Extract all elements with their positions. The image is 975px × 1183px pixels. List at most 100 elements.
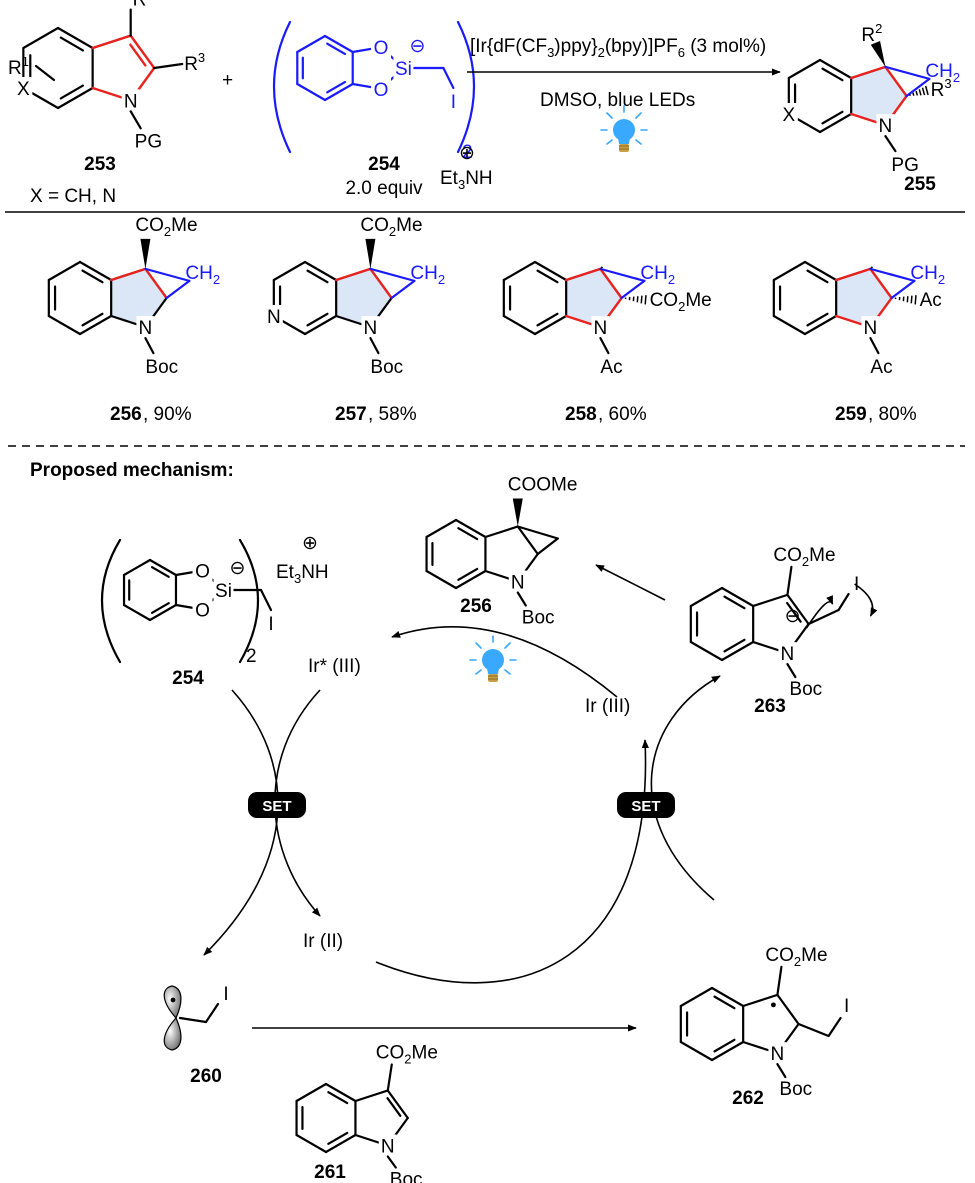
svg-text:SET: SET bbox=[262, 798, 291, 815]
bond bbox=[484, 525, 519, 539]
label-mask bbox=[393, 57, 414, 79]
compound-number: 261 bbox=[314, 1162, 346, 1183]
right-parenthesis bbox=[456, 20, 476, 154]
left-parenthesis bbox=[272, 20, 292, 154]
bond bbox=[153, 62, 184, 70]
compound-number: 260 bbox=[190, 1066, 222, 1087]
double-bond bbox=[386, 1097, 402, 1117]
iodine-label: I bbox=[223, 984, 228, 1005]
double-bond bbox=[713, 1038, 736, 1053]
x-note: X = CH, N bbox=[30, 186, 116, 207]
light-bulb-icon bbox=[600, 105, 648, 153]
ester-label: CO2Me bbox=[773, 545, 835, 569]
nitrogen-label: N bbox=[139, 318, 153, 339]
p-orbital-lobe bbox=[163, 1016, 182, 1051]
bond bbox=[47, 314, 82, 336]
nitrogen-label: N bbox=[864, 318, 878, 339]
compound-number: 256 bbox=[110, 404, 142, 425]
iodine-label: I bbox=[268, 614, 273, 635]
pg-label: Boc bbox=[789, 679, 822, 700]
bond bbox=[772, 314, 807, 336]
equivalents-label: 2.0 equiv bbox=[345, 178, 423, 199]
wedge-bond bbox=[365, 238, 376, 269]
left-parenthesis bbox=[100, 538, 122, 664]
compound-number: 258 bbox=[565, 404, 597, 425]
bond bbox=[869, 267, 893, 300]
yield-label: , 58% bbox=[368, 404, 417, 425]
set-badge-left: SET bbox=[248, 792, 306, 818]
label-mask bbox=[768, 1042, 787, 1065]
wedge-bond bbox=[512, 498, 523, 527]
double-bond bbox=[821, 110, 844, 125]
cation-label: Et3NH bbox=[440, 168, 493, 192]
bond bbox=[533, 260, 568, 282]
bond bbox=[786, 593, 810, 626]
label-mask bbox=[378, 1134, 397, 1157]
bond bbox=[516, 591, 527, 607]
wedge-bond bbox=[600, 266, 604, 269]
bond bbox=[144, 267, 191, 282]
bond bbox=[787, 58, 822, 80]
oxygen-label: O bbox=[195, 562, 210, 583]
double-bond bbox=[806, 269, 829, 284]
curved-arrow bbox=[805, 595, 834, 629]
radical-dot bbox=[170, 997, 176, 1003]
pg-label: Boc bbox=[779, 1079, 812, 1100]
bond bbox=[144, 267, 168, 300]
bond bbox=[803, 260, 838, 282]
radical-dot bbox=[771, 1002, 776, 1008]
label-mask bbox=[192, 598, 213, 621]
bond bbox=[91, 34, 132, 50]
label-mask bbox=[136, 316, 155, 339]
yield-label: , 60% bbox=[598, 404, 647, 425]
cation-label: Et3NH bbox=[276, 562, 329, 586]
radical-260: I 260 bbox=[163, 984, 229, 1087]
bond bbox=[679, 986, 714, 1008]
bond bbox=[22, 26, 60, 50]
bond bbox=[324, 1082, 357, 1103]
bond bbox=[296, 34, 327, 54]
bond bbox=[720, 640, 755, 662]
pg-label: Ac bbox=[870, 357, 892, 378]
negative-charge: ⊖ bbox=[230, 558, 246, 579]
oxygen-label: O bbox=[374, 38, 389, 59]
double-bond bbox=[713, 995, 736, 1010]
label-mask bbox=[778, 642, 797, 665]
ring-highlight bbox=[851, 66, 907, 126]
nitrogen-label: N bbox=[594, 318, 608, 339]
pg-label: Ac bbox=[600, 357, 622, 378]
ch2-label: CH2 bbox=[640, 263, 675, 287]
bond bbox=[803, 314, 838, 336]
bond bbox=[742, 993, 779, 1008]
bond bbox=[599, 267, 646, 282]
bond bbox=[884, 65, 931, 80]
bond bbox=[776, 965, 783, 996]
iodine-label: I bbox=[844, 996, 849, 1017]
ring-highlight bbox=[336, 268, 392, 328]
substituent-label: Ac bbox=[920, 290, 942, 311]
double-bond bbox=[81, 269, 104, 284]
bond bbox=[720, 586, 755, 608]
r2-label: R2 bbox=[133, 0, 154, 11]
bond bbox=[272, 260, 307, 282]
double-bond bbox=[326, 80, 347, 94]
bond bbox=[752, 593, 789, 608]
silicon-label: Si bbox=[215, 581, 232, 602]
ring-highlight bbox=[566, 268, 622, 328]
bond bbox=[689, 640, 724, 662]
bond bbox=[454, 569, 487, 590]
double-bond bbox=[723, 595, 746, 610]
svg-text:SET: SET bbox=[631, 798, 660, 815]
bond bbox=[204, 1002, 220, 1024]
nitrogen-label: N bbox=[879, 116, 893, 137]
bond bbox=[827, 1016, 842, 1038]
double-bond bbox=[536, 312, 559, 327]
bond bbox=[129, 110, 142, 130]
ester-label: CO2Me bbox=[135, 215, 197, 239]
